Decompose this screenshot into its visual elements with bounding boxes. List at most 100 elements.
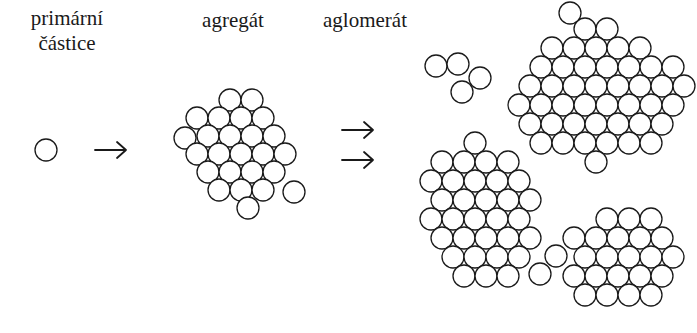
particle-circle [618, 208, 640, 230]
primary-particle [35, 139, 57, 161]
stage-label: agregát [178, 8, 288, 33]
process-arrow [342, 152, 373, 168]
particle-circle [596, 284, 618, 306]
particle-circle [530, 132, 552, 154]
particle-circle [607, 75, 629, 97]
particle-circle [420, 170, 442, 192]
particle-circle [563, 37, 585, 59]
particle-circle [475, 265, 497, 287]
particle-circle [552, 56, 574, 78]
particle-circle [662, 246, 684, 268]
particle-circle [552, 94, 574, 116]
particle-circle [469, 67, 491, 89]
particle-circle [596, 208, 618, 230]
particle-circle [486, 208, 508, 230]
particle-circle [508, 94, 530, 116]
particle-circle [519, 189, 541, 211]
arrow-symbols [95, 122, 373, 168]
particle-circle [596, 132, 618, 154]
particle-circle [541, 113, 563, 135]
particle-circle [640, 56, 662, 78]
particle-circle [585, 113, 607, 135]
stage-label: aglomerát [306, 8, 424, 33]
particle-circle [629, 265, 651, 287]
particle-circle [497, 265, 519, 287]
particle-circle [519, 227, 541, 249]
particle-circle [618, 94, 640, 116]
particle-circle [596, 94, 618, 116]
particle-circle [508, 208, 530, 230]
particle-circle [607, 113, 629, 135]
particle-circle [442, 208, 464, 230]
particle-circle [425, 55, 447, 77]
particle-circle [451, 81, 473, 103]
particle-circle [453, 189, 475, 211]
particle-circle [431, 151, 453, 173]
aggregate-cluster [174, 89, 305, 219]
process-arrow [95, 142, 126, 158]
particle-circle [563, 113, 585, 135]
particle-circle [618, 132, 640, 154]
particle-circle [545, 245, 567, 267]
particle-circle [464, 170, 486, 192]
particle-circle [673, 75, 695, 97]
particle-circle [486, 246, 508, 268]
particle-circle [651, 265, 673, 287]
particle-circle [431, 227, 453, 249]
particle-circle [585, 265, 607, 287]
particle-circle [640, 208, 662, 230]
particle-circle [252, 179, 274, 201]
particle-circle [442, 246, 464, 268]
particle-circle [519, 75, 541, 97]
particle-circle [585, 227, 607, 249]
particle-circle [618, 284, 640, 306]
particle-circle [629, 75, 651, 97]
particle-circle [596, 18, 618, 40]
particle-circle [208, 179, 230, 201]
particle-circle [475, 151, 497, 173]
particle-circle [563, 227, 585, 249]
particle-circle [508, 246, 530, 268]
particle-circle [442, 170, 464, 192]
particle-circle [529, 263, 551, 285]
particle-circle [559, 2, 581, 24]
particle-circle [629, 227, 651, 249]
particle-circle [552, 132, 574, 154]
particle-circle [574, 284, 596, 306]
particle-circle [453, 227, 475, 249]
particle-circle [464, 132, 486, 154]
process-arrow [342, 122, 373, 138]
particle-circle [486, 170, 508, 192]
particle-circle [640, 132, 662, 154]
particle-circle [447, 53, 469, 75]
particle-circle [541, 75, 563, 97]
particle-circle [607, 227, 629, 249]
particle-circle [237, 197, 259, 219]
particle-circle [651, 75, 673, 97]
particle-circle [574, 94, 596, 116]
particle-circle [640, 94, 662, 116]
particle-circle [629, 113, 651, 135]
particle-circle [574, 132, 596, 154]
particle-circle [497, 151, 519, 173]
particle-circle [640, 246, 662, 268]
particle-circle [475, 227, 497, 249]
particle-circle [651, 113, 673, 135]
particle-circle [497, 227, 519, 249]
particle-circle [607, 265, 629, 287]
particle-circle [475, 189, 497, 211]
particle-circle [508, 170, 530, 192]
particle-circle [541, 37, 563, 59]
particle-circle [585, 37, 607, 59]
particle-circle [574, 56, 596, 78]
particle-circle [618, 246, 640, 268]
particle-circle [497, 189, 519, 211]
stage-label: primární částice [8, 6, 126, 56]
particle-circle [431, 189, 453, 211]
particle-circle [530, 94, 552, 116]
particle-circle [629, 37, 651, 59]
particle-circle [563, 265, 585, 287]
particle-circle [640, 284, 662, 306]
agglomerate-cluster [420, 2, 695, 306]
particle-circle [283, 181, 305, 203]
